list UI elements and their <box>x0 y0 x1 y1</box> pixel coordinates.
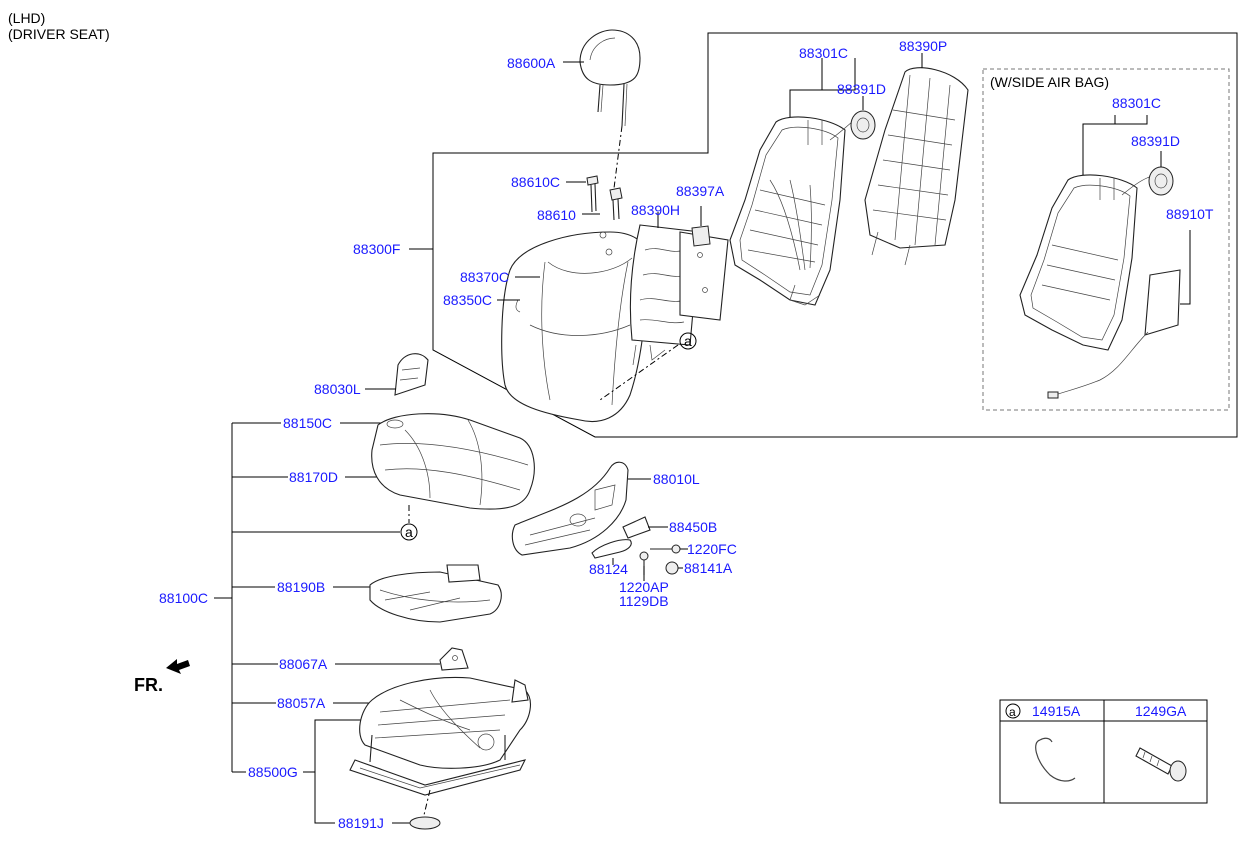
recliner-cover-88030L <box>394 353 429 396</box>
callout-88301C[interactable]: 88301C <box>799 45 848 61</box>
back-cover <box>501 231 652 423</box>
back-pad <box>629 224 729 366</box>
callout-88390P[interactable]: 88390P <box>899 38 947 54</box>
headrest-centerline <box>612 125 623 197</box>
callout-1220AP[interactable]: 1220AP <box>619 579 669 595</box>
recliner-motor-88391D <box>850 110 876 140</box>
callout-88030L[interactable]: 88030L <box>314 381 361 397</box>
callout-88057A[interactable]: 88057A <box>277 695 326 711</box>
ref-a-label-cushion: a <box>405 524 413 540</box>
screw-icon <box>1135 747 1187 782</box>
back-frame-airbag <box>1019 174 1161 351</box>
callout-88397A[interactable]: 88397A <box>676 183 725 199</box>
callout-88141A[interactable]: 88141A <box>684 560 733 576</box>
callout-88191J[interactable]: 88191J <box>338 815 384 831</box>
callout-88600A[interactable]: 88600A <box>507 55 556 71</box>
callout-88391D[interactable]: 88391D <box>837 81 886 97</box>
lumbar-support-88397A <box>691 225 711 247</box>
callout-88391D-airbag[interactable]: 88391D <box>1131 133 1180 149</box>
callout-1129DB[interactable]: 1129DB <box>619 593 669 609</box>
legend-col-1249GA[interactable]: 1249GA <box>1135 703 1187 719</box>
legend-table <box>999 699 1208 804</box>
side-airbag-module <box>1047 269 1181 399</box>
callout-88190B[interactable]: 88190B <box>277 579 325 595</box>
side-airbag-note: (W/SIDE AIR BAG) <box>990 74 1109 90</box>
ref-a-dash-back <box>599 344 679 401</box>
headrest <box>579 29 641 127</box>
screw-1220FC <box>650 544 681 554</box>
callout-88390H[interactable]: 88390H <box>631 202 680 218</box>
track-centerline <box>423 789 431 816</box>
header-driver-seat: (DRIVER SEAT) <box>8 26 110 42</box>
callout-88124[interactable]: 88124 <box>589 561 628 577</box>
callout-88500G[interactable]: 88500G <box>248 764 298 780</box>
ref-a-circle-cushion <box>400 523 418 541</box>
front-direction-arrow-icon <box>166 659 190 674</box>
header-lhd: (LHD) <box>8 10 46 26</box>
leader-88500G-b <box>303 719 375 773</box>
callout-88370C[interactable]: 88370C <box>460 269 509 285</box>
side-airbag-box <box>982 68 1230 411</box>
cover-88191J <box>409 816 441 830</box>
callout-88350C[interactable]: 88350C <box>443 292 492 308</box>
back-board <box>864 67 969 266</box>
leader-88191J-a <box>314 772 335 824</box>
handle-88124 <box>591 539 632 559</box>
seat-track-assembly <box>349 676 531 796</box>
ref-a-label-back: a <box>684 333 692 349</box>
bracket-88067A <box>439 647 469 671</box>
callout-88300F[interactable]: 88300F <box>353 241 400 257</box>
callout-88450B[interactable]: 88450B <box>669 519 717 535</box>
cushion-mat <box>369 564 502 623</box>
leader-88910T <box>1180 230 1191 305</box>
knob-88141A <box>665 561 679 575</box>
callout-1220FC[interactable]: 1220FC <box>687 541 737 557</box>
recliner-motor-88391D-ab <box>1148 166 1174 196</box>
headrest-guide-88610 <box>609 187 623 221</box>
front-direction-label: FR. <box>134 675 163 695</box>
callout-88010L[interactable]: 88010L <box>653 471 700 487</box>
cushion-cover <box>371 413 535 510</box>
side-shield <box>511 461 629 556</box>
callout-88100C[interactable]: 88100C <box>159 590 208 606</box>
callout-88170D[interactable]: 88170D <box>289 469 338 485</box>
callout-88610[interactable]: 88610 <box>537 207 576 223</box>
lever-88450B <box>622 516 651 539</box>
callout-88910T[interactable]: 88910T <box>1166 206 1214 222</box>
callout-88067A[interactable]: 88067A <box>279 656 328 672</box>
ref-a-circle-back <box>679 332 697 350</box>
callout-88150C[interactable]: 88150C <box>283 415 332 431</box>
backrest-group-outline <box>432 32 1238 438</box>
legend-ref-a: a <box>1009 705 1016 719</box>
legend-col-14915A[interactable]: 14915A <box>1032 703 1081 719</box>
back-frame <box>729 114 864 306</box>
callout-88610C[interactable]: 88610C <box>511 174 560 190</box>
headrest-guide-88610C <box>586 175 599 213</box>
callout-88301C-airbag[interactable]: 88301C <box>1112 95 1161 111</box>
